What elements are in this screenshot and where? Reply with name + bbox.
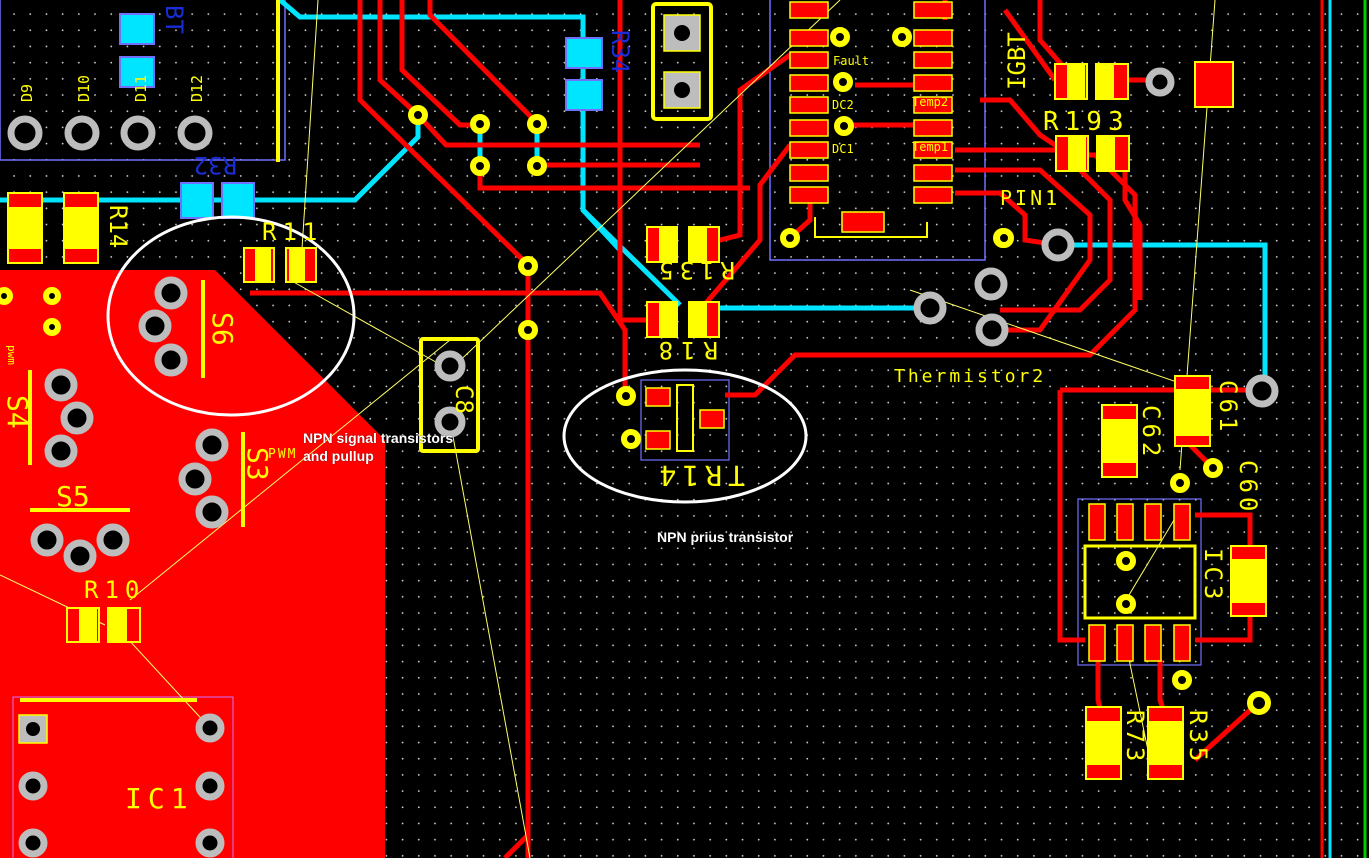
c8-silk [419,337,480,453]
label-r34: R34 [606,30,634,73]
connector-r34-silk [651,2,713,121]
ic-silk-bracket [814,217,928,238]
label-ic3: IC3 [1199,548,1227,603]
label-r193: R193 [1043,107,1130,137]
label-r35: R35 [1184,710,1212,765]
label-c60: C60 [1234,460,1262,515]
label-r32: R32 [194,151,237,179]
label-d12: D12 [188,75,206,102]
label-c8: C8 [450,385,478,414]
label-temp1: Temp1 [912,140,948,154]
tr14-pads[interactable] [645,387,725,450]
annotation-signal-line1: NPN signal transistors [303,430,454,446]
through-hole-pads[interactable] [7,67,1279,858]
label-pin1: PIN1 [1000,186,1060,210]
ic1-outline [12,696,234,858]
label-d10: D10 [75,75,93,102]
ic-outline [769,0,986,261]
label-c61: C61 [1214,380,1242,435]
annotation-signal-line2: and pullup [303,448,374,464]
label-s5: S5 [56,480,90,513]
label-igbt: IGBT [1003,32,1031,90]
label-dc2: DC2 [832,98,854,112]
label-r11: R11 [262,218,323,246]
label-s3: S3 [241,447,274,481]
component-outline [0,0,286,161]
label-temp2: Temp2 [912,95,948,109]
label-ic1: IC1 [125,782,194,815]
silk-lines [20,0,280,702]
tr14-outline [640,379,730,461]
label-d9: D9 [18,84,36,102]
ic-driver-pads[interactable] [789,1,953,233]
signal-transistors-highlight [106,215,356,417]
label-pwm: PWM [268,447,297,462]
vias[interactable] [0,27,1271,715]
label-pwm-small: pwm [5,345,18,365]
ic3-pads[interactable] [1088,503,1191,662]
label-r14: R14 [104,205,132,248]
copper-pour[interactable] [0,270,385,858]
smd-resistors[interactable] [7,61,1267,780]
tr14-body-silk [676,384,694,452]
bottom-smd-pads[interactable] [119,13,603,219]
ic3-body-silk [1083,544,1197,620]
label-s4: S4 [1,395,34,429]
label-r73: R73 [1121,710,1149,765]
prius-transistor-highlight [562,368,808,504]
label-r18: R18 [651,336,718,364]
label-r10: R10 [84,576,145,604]
annotation-prius-transistor: NPN prius transistor [657,529,794,545]
label-d11: D11 [132,75,150,102]
label-dc1: DC1 [832,142,854,156]
label-r135: R135 [653,256,735,284]
top-traces[interactable] [250,0,1260,858]
label-tr14: TR14 [654,459,745,492]
label-thermistor2: Thermistor2 [894,366,1046,387]
label-bt: BT [160,5,188,34]
label-fault: Fault [833,54,869,68]
ic3-outline [1077,498,1202,666]
annotation-signal-transistors: NPN signal transistors and pullup [303,429,453,465]
label-c62: C62 [1137,405,1165,460]
label-s6: S6 [206,312,239,346]
